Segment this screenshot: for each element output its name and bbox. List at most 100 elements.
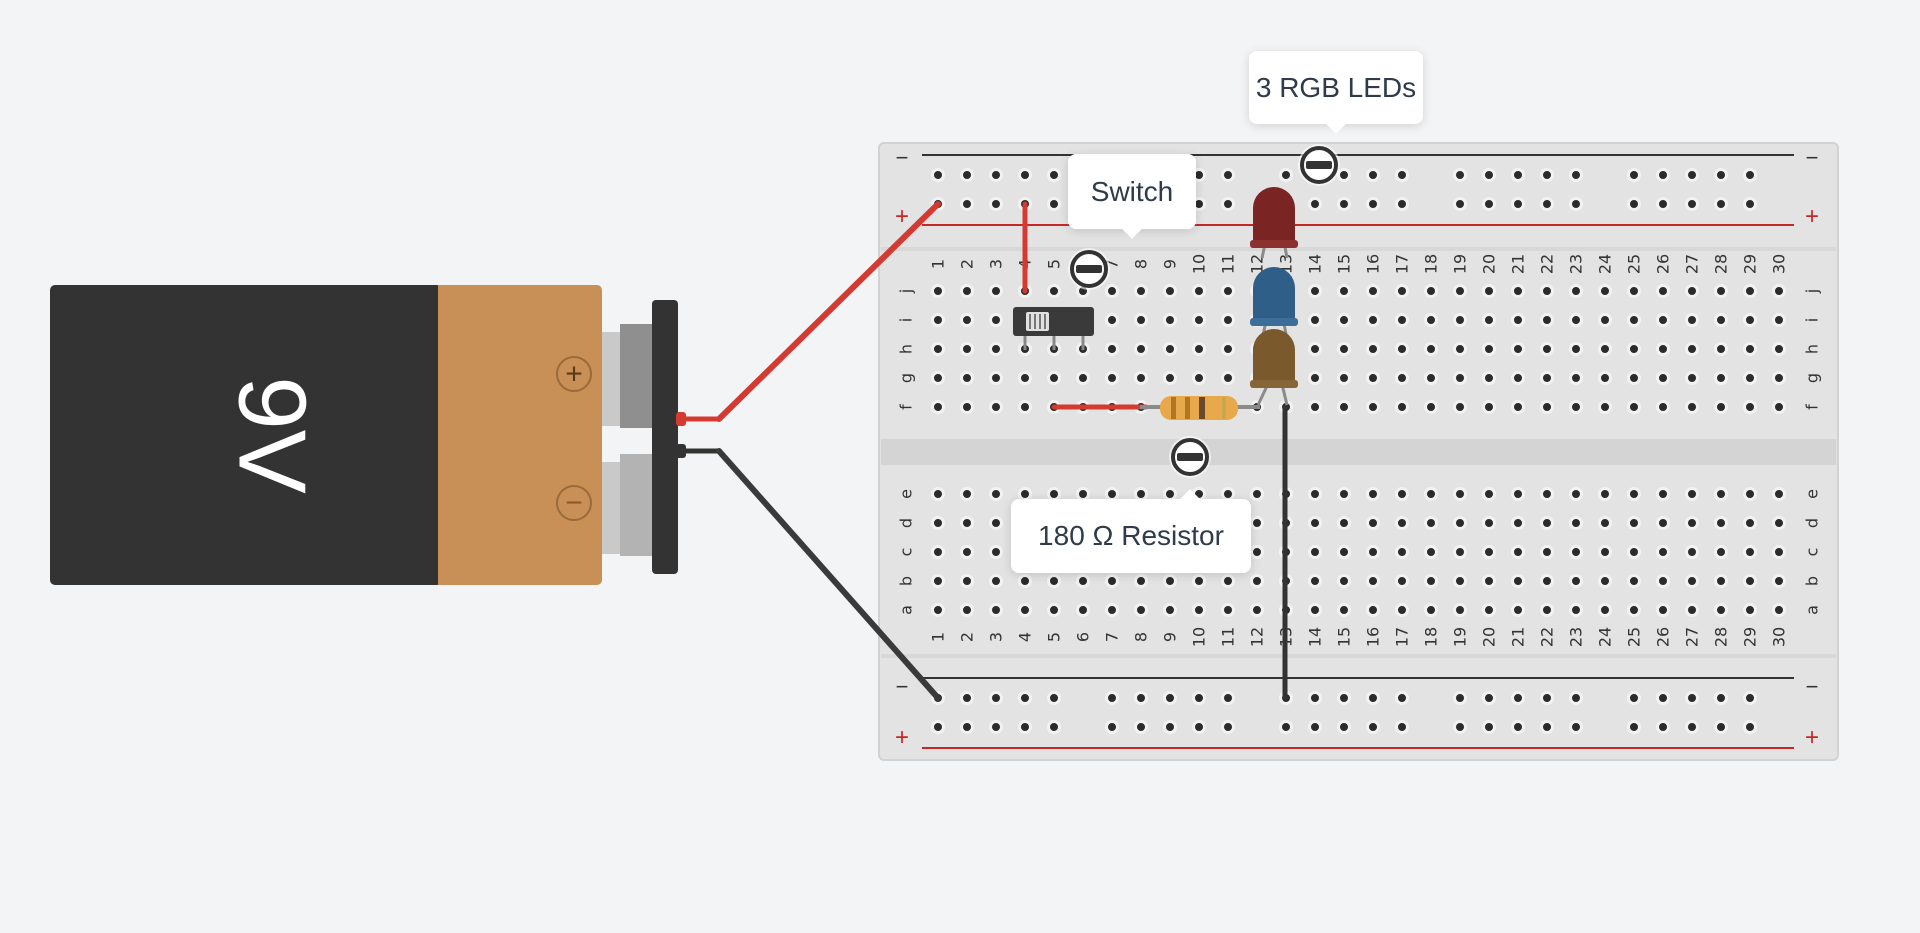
terminal-hole[interactable]: [989, 284, 1003, 298]
terminal-hole[interactable]: [1685, 342, 1699, 356]
terminal-hole[interactable]: [1366, 371, 1380, 385]
terminal-hole[interactable]: [1482, 342, 1496, 356]
slide-switch[interactable]: [1013, 307, 1094, 350]
terminal-hole[interactable]: [1656, 574, 1670, 588]
rail-hole[interactable]: [1337, 197, 1351, 211]
rail-hole[interactable]: [1569, 168, 1583, 182]
rail-hole[interactable]: [989, 691, 1003, 705]
terminal-hole[interactable]: [1685, 487, 1699, 501]
rail-hole[interactable]: [1656, 197, 1670, 211]
rail-hole[interactable]: [1743, 691, 1757, 705]
rail-hole[interactable]: [1627, 691, 1641, 705]
terminal-hole[interactable]: [1511, 342, 1525, 356]
terminal-hole[interactable]: [1482, 371, 1496, 385]
terminal-hole[interactable]: [1511, 371, 1525, 385]
terminal-hole[interactable]: [1482, 400, 1496, 414]
led-red[interactable]: [1250, 187, 1298, 248]
terminal-hole[interactable]: [1482, 574, 1496, 588]
terminal-hole[interactable]: [1163, 487, 1177, 501]
terminal-hole[interactable]: [1337, 371, 1351, 385]
terminal-hole[interactable]: [1018, 487, 1032, 501]
terminal-hole[interactable]: [1453, 342, 1467, 356]
terminal-hole[interactable]: [1047, 284, 1061, 298]
terminal-hole[interactable]: [1192, 574, 1206, 588]
terminal-hole[interactable]: [1221, 574, 1235, 588]
rail-hole[interactable]: [1192, 691, 1206, 705]
terminal-hole[interactable]: [1337, 574, 1351, 588]
terminal-hole[interactable]: [1308, 516, 1322, 530]
terminal-hole[interactable]: [1395, 603, 1409, 617]
rail-hole[interactable]: [960, 720, 974, 734]
rail-hole[interactable]: [1569, 691, 1583, 705]
rail-hole[interactable]: [1540, 197, 1554, 211]
rail-hole[interactable]: [1569, 197, 1583, 211]
terminal-hole[interactable]: [1511, 574, 1525, 588]
terminal-hole[interactable]: [1627, 574, 1641, 588]
terminal-hole[interactable]: [1482, 603, 1496, 617]
terminal-hole[interactable]: [1076, 603, 1090, 617]
terminal-hole[interactable]: [1047, 574, 1061, 588]
terminal-hole[interactable]: [1714, 342, 1728, 356]
terminal-hole[interactable]: [1540, 603, 1554, 617]
rail-hole[interactable]: [1482, 168, 1496, 182]
terminal-hole[interactable]: [1656, 487, 1670, 501]
rail-hole[interactable]: [1511, 691, 1525, 705]
rail-hole[interactable]: [1308, 197, 1322, 211]
rail-hole[interactable]: [1105, 691, 1119, 705]
terminal-hole[interactable]: [989, 574, 1003, 588]
terminal-hole[interactable]: [989, 400, 1003, 414]
rail-hole[interactable]: [1337, 168, 1351, 182]
wire-red-battery-to-rail[interactable]: [716, 201, 941, 422]
led-yellow[interactable]: [1250, 329, 1298, 388]
terminal-hole[interactable]: [1627, 545, 1641, 559]
terminal-hole[interactable]: [1453, 313, 1467, 327]
terminal-hole[interactable]: [1163, 313, 1177, 327]
rail-hole[interactable]: [1656, 168, 1670, 182]
terminal-hole[interactable]: [1569, 342, 1583, 356]
terminal-hole[interactable]: [1685, 371, 1699, 385]
terminal-hole[interactable]: [989, 342, 1003, 356]
rail-hole[interactable]: [960, 197, 974, 211]
terminal-hole[interactable]: [1105, 342, 1119, 356]
rail-hole[interactable]: [1569, 720, 1583, 734]
terminal-hole[interactable]: [1105, 313, 1119, 327]
terminal-hole[interactable]: [1772, 400, 1786, 414]
terminal-hole[interactable]: [931, 313, 945, 327]
terminal-hole[interactable]: [1569, 284, 1583, 298]
terminal-hole[interactable]: [1453, 371, 1467, 385]
terminal-hole[interactable]: [1772, 284, 1786, 298]
rail-hole[interactable]: [1540, 691, 1554, 705]
terminal-hole[interactable]: [1656, 603, 1670, 617]
wire-black-battery-to-rail[interactable]: [716, 448, 941, 701]
rail-hole[interactable]: [1685, 168, 1699, 182]
rail-hole[interactable]: [1714, 691, 1728, 705]
terminal-hole[interactable]: [989, 545, 1003, 559]
rail-hole[interactable]: [1366, 168, 1380, 182]
terminal-hole[interactable]: [1627, 284, 1641, 298]
rail-hole[interactable]: [1453, 720, 1467, 734]
terminal-hole[interactable]: [1424, 400, 1438, 414]
terminal-hole[interactable]: [1685, 313, 1699, 327]
terminal-hole[interactable]: [1743, 487, 1757, 501]
rail-hole[interactable]: [1627, 168, 1641, 182]
terminal-hole[interactable]: [1540, 313, 1554, 327]
terminal-hole[interactable]: [1656, 342, 1670, 356]
terminal-hole[interactable]: [1569, 313, 1583, 327]
terminal-hole[interactable]: [1772, 516, 1786, 530]
terminal-hole[interactable]: [1714, 400, 1728, 414]
rail-hole[interactable]: [1308, 720, 1322, 734]
terminal-hole[interactable]: [1772, 603, 1786, 617]
terminal-hole[interactable]: [1598, 284, 1612, 298]
terminal-hole[interactable]: [1424, 487, 1438, 501]
rail-hole[interactable]: [1714, 168, 1728, 182]
minus-circle-icon[interactable]: [1169, 436, 1211, 478]
terminal-hole[interactable]: [1337, 487, 1351, 501]
terminal-hole[interactable]: [1221, 487, 1235, 501]
terminal-hole[interactable]: [1366, 545, 1380, 559]
terminal-hole[interactable]: [1308, 400, 1322, 414]
rail-hole[interactable]: [1221, 168, 1235, 182]
terminal-hole[interactable]: [931, 284, 945, 298]
rail-hole[interactable]: [1366, 691, 1380, 705]
terminal-hole[interactable]: [1250, 487, 1264, 501]
terminal-hole[interactable]: [1714, 545, 1728, 559]
